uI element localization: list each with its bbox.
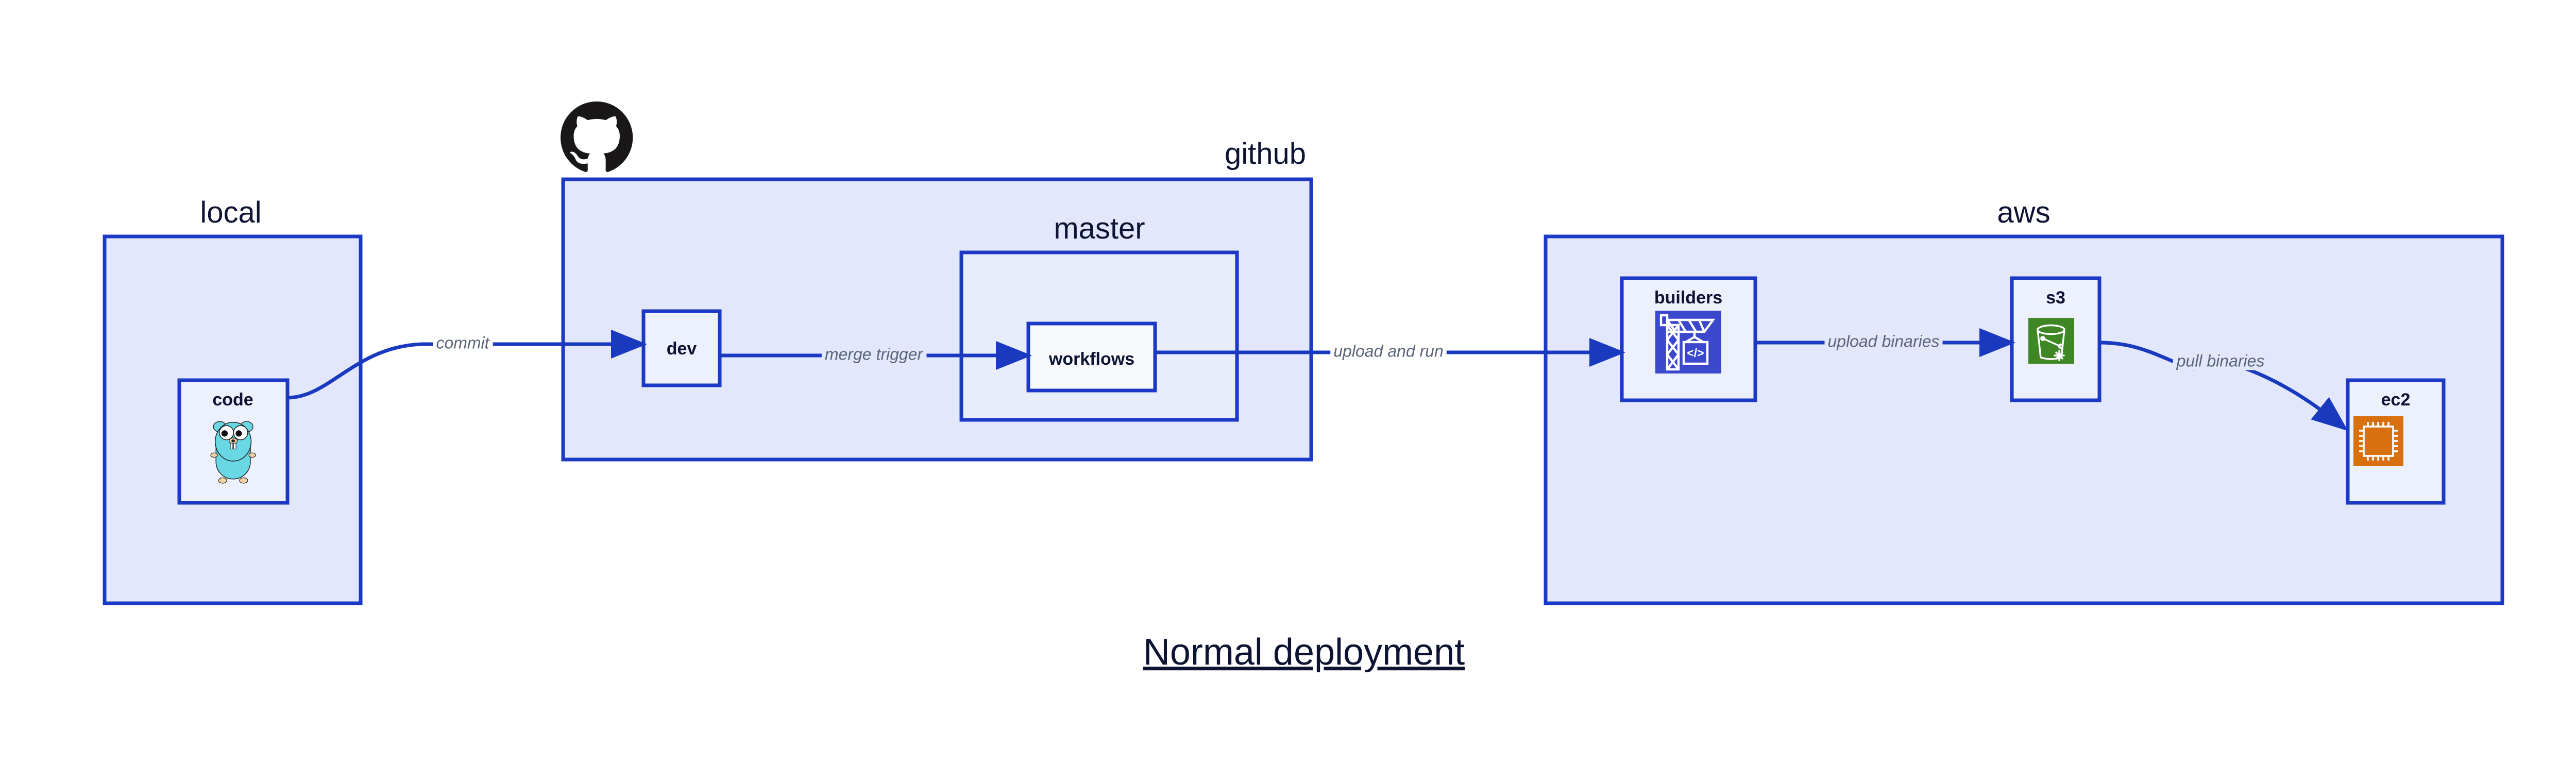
edge-upload-and-run-label: upload and run [1333,342,1444,360]
diagram-title: Normal deployment [1143,632,1465,673]
container-aws-label: aws [1997,196,2050,229]
node-builders-label: builders [1654,288,1722,308]
node-ec2-label: ec2 [2381,390,2411,410]
node-workflows[interactable]: workflows [1026,321,1157,393]
edge-commit: commit [287,330,647,400]
github-octocat-icon [561,101,633,172]
container-local-label: local [200,196,261,229]
edge-upload-and-run: upload and run [1155,338,1625,367]
container-master[interactable]: master workflows [959,212,1239,422]
svg-text:</>: </> [1687,346,1704,360]
edge-merge-trigger-label: merge trigger [825,345,924,363]
node-ec2[interactable]: ec2 [2346,378,2446,505]
container-github[interactable]: github dev master workflows [561,101,1313,462]
node-code-label: code [212,390,253,410]
container-local[interactable]: local code [103,196,363,605]
edge-upload-binaries: upload binaries [1755,328,2015,357]
edge-upload-binaries-label: upload binaries [1827,332,1939,350]
node-dev[interactable]: dev [641,309,722,387]
edge-pull-binaries-label: pull binaries [2176,351,2265,370]
go-gopher-icon [210,421,256,484]
crane-code-icon: </> [1655,311,1721,373]
edge-pull-binaries: pull binaries [2099,341,2348,431]
container-github-label: github [1225,137,1306,171]
edge-commit-label: commit [436,333,489,352]
node-workflows-rect [1026,321,1157,393]
container-aws[interactable]: aws builders [1544,0,2504,605]
node-code[interactable]: code [177,378,290,505]
node-dev-label: dev [667,339,697,359]
cpu-chip-icon [2353,416,2403,466]
node-builders[interactable]: builders </> [1620,0,1757,402]
node-s3-label: s3 [2046,288,2065,308]
node-workflows-label: workflows [1048,349,1134,369]
container-master-label: master [1054,212,1145,245]
node-s3[interactable]: s3 [2010,276,2102,402]
edge-merge-trigger: merge trigger [720,341,1032,370]
s3-bucket-icon [2028,318,2074,364]
